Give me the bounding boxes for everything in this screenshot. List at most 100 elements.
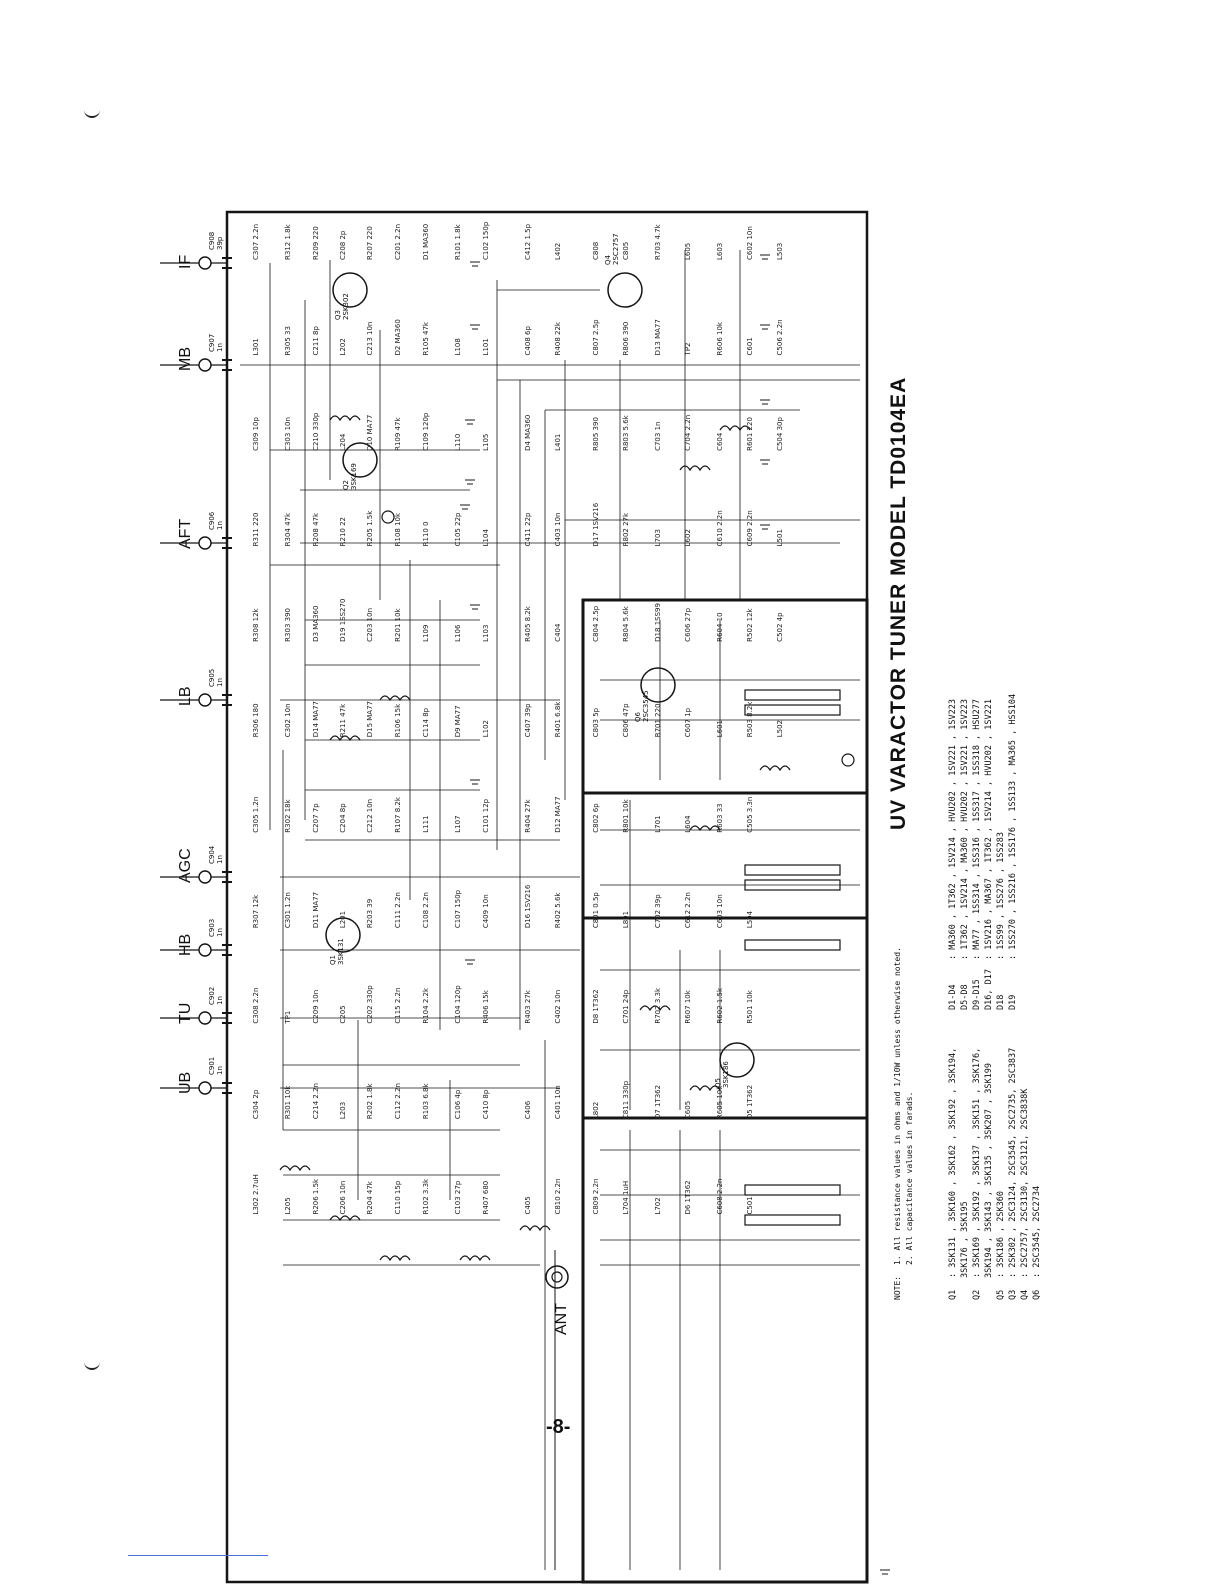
component-label: C106 4p [454,1089,462,1119]
component-label: L109 [422,625,430,642]
component-label: L105 [482,434,490,451]
component-label: R802 27k [622,512,630,546]
component-label: L704 1uH [622,1181,630,1215]
feedthrough-cap-ref: C906 [208,511,216,530]
component-label: R204 47k [366,1180,374,1214]
component-label: R804 5.6k [622,605,630,642]
feedthrough-cap-value: 1n [216,343,224,352]
component-label: C109 120p [422,412,430,451]
note-label: NOTE: [893,1276,902,1300]
component-label: C201 2.2n [394,224,402,260]
component-label: C104 120p [454,985,462,1024]
component-label: C204 8p [339,803,347,833]
component-label: C505 3.3n [746,797,754,833]
component-label: C307 2.2n [252,224,260,260]
component-label: L107 [454,815,462,832]
component-label: R408 22k [554,321,562,355]
component-label: L501 [776,529,784,546]
component-label: D13 MA77 [654,319,662,355]
terminal-label-lb: LB [177,686,194,706]
component-label: L603 [716,243,724,260]
component-label: L604 [684,815,692,833]
component-label: R806 390 [622,322,630,356]
component-label: R603 33 [716,803,724,832]
component-label: C402 10n [554,990,562,1024]
terminal-pin [198,1081,212,1095]
component-label: C804 2.5p [592,605,600,642]
diode-ref: D16, D17 [984,969,994,1010]
component-label: R703 4.7k [654,223,662,260]
component-label: R401 6.8k [554,701,562,738]
component-label: C811 330p [622,1080,630,1119]
component-label: R206 1.5k [312,1178,320,1215]
component-label: R403 27k [524,989,532,1023]
component-label: R209 220 [312,226,320,260]
component-label: TP1 [284,1011,292,1025]
component-label: D16 1SV216 [524,884,532,928]
component-label: R304 47k [284,512,292,546]
component-label: C101 12p [482,798,490,832]
diode-parts: : 1SV216 , MA367 , 1T362 , 1SV214 , HVU2… [984,699,994,960]
component-label: R501 10k [746,989,754,1023]
diode-ref: D9-D15 [972,979,982,1010]
component-label: R311 220 [252,513,260,547]
component-label: TP2 [684,343,692,357]
component-label: C115 2.2n [394,988,402,1024]
component-label: L401 [554,434,562,451]
component-label: L602 [684,529,692,546]
component-label: C302 10n [284,703,292,737]
component-label: C304 2p [252,1089,260,1119]
diode-ref: D19 [1008,995,1018,1010]
component-label: D10 MA77 [366,415,374,451]
component-label: L108 [454,338,462,355]
feedthrough-cap-value: 1n [216,928,224,937]
component-label: D8 1T362 [592,989,600,1023]
component-label: L104 [482,529,490,547]
component-label: C105 22p [454,512,462,546]
semi-parts: : 3SK186 , 2SK360 [996,1191,1006,1278]
semi-parts: : 3SK169 , 3SK192 , 3SK137 , 3SK151 , 3S… [972,1048,982,1278]
semi-parts: : 2SC2757, 2SC3130, 2SC3121, 2SC3838K [1020,1088,1030,1278]
semi-ref: Q4 [1020,1290,1030,1300]
component-label: L110 [454,434,462,451]
component-label: L402 [554,243,562,260]
component-label: R105 47k [422,321,430,355]
component-label: C403 10n [554,513,562,547]
diode-ref: D1-D4 [948,984,958,1010]
component-label: C506 2.2n [776,319,784,355]
component-label: C803 5p [592,707,600,737]
binding-mark-bottom [84,1358,100,1370]
feedthrough-cap-value: 1n [216,678,224,687]
component-label: C408 6p [524,326,532,356]
component-label: R101 1.8k [454,223,462,260]
component-label: C610 2.2n [716,510,724,546]
component-label: C209 10n [312,990,320,1024]
component-label: C805 [622,242,630,260]
feedthrough-cap-value: 1n [216,521,224,530]
feedthrough-cap-ref: C907 [208,334,216,352]
component-label: C808 [592,242,600,260]
feedthrough-cap-ref: C902 [208,987,216,1005]
transistor-ref: Q1 [329,955,337,965]
component-label: R406 15k [482,989,490,1023]
footer-rule [128,1555,268,1556]
component-label: D9 MA77 [454,705,462,737]
component-label: R303 390 [284,608,292,642]
component-label: C410 8p [482,1089,490,1119]
component-label: D3 MA360 [312,606,320,642]
component-label: R602 1.5k [716,987,724,1024]
component-label: C401 10n [554,1085,562,1119]
terminal-pin [198,1011,212,1025]
diode-parts: : 1SS270 , 1SS216 , 1SS176 , 1SS133 , MA… [1008,694,1018,960]
terminal-pin [198,870,212,884]
transistor-ref: Q6 [634,711,642,722]
transistor-part: 3SK186 [722,1061,730,1088]
transistor-part: 2SC2757 [612,233,620,265]
component-label: L205 [284,1197,292,1214]
component-label: C412 1.5p [524,223,532,260]
component-label: C603 10n [716,894,724,928]
page-number: -8- [546,1416,571,1438]
component-label: R109 47k [394,417,402,451]
component-label: R805 390 [592,417,600,451]
component-label: R407 680 [482,1181,490,1215]
